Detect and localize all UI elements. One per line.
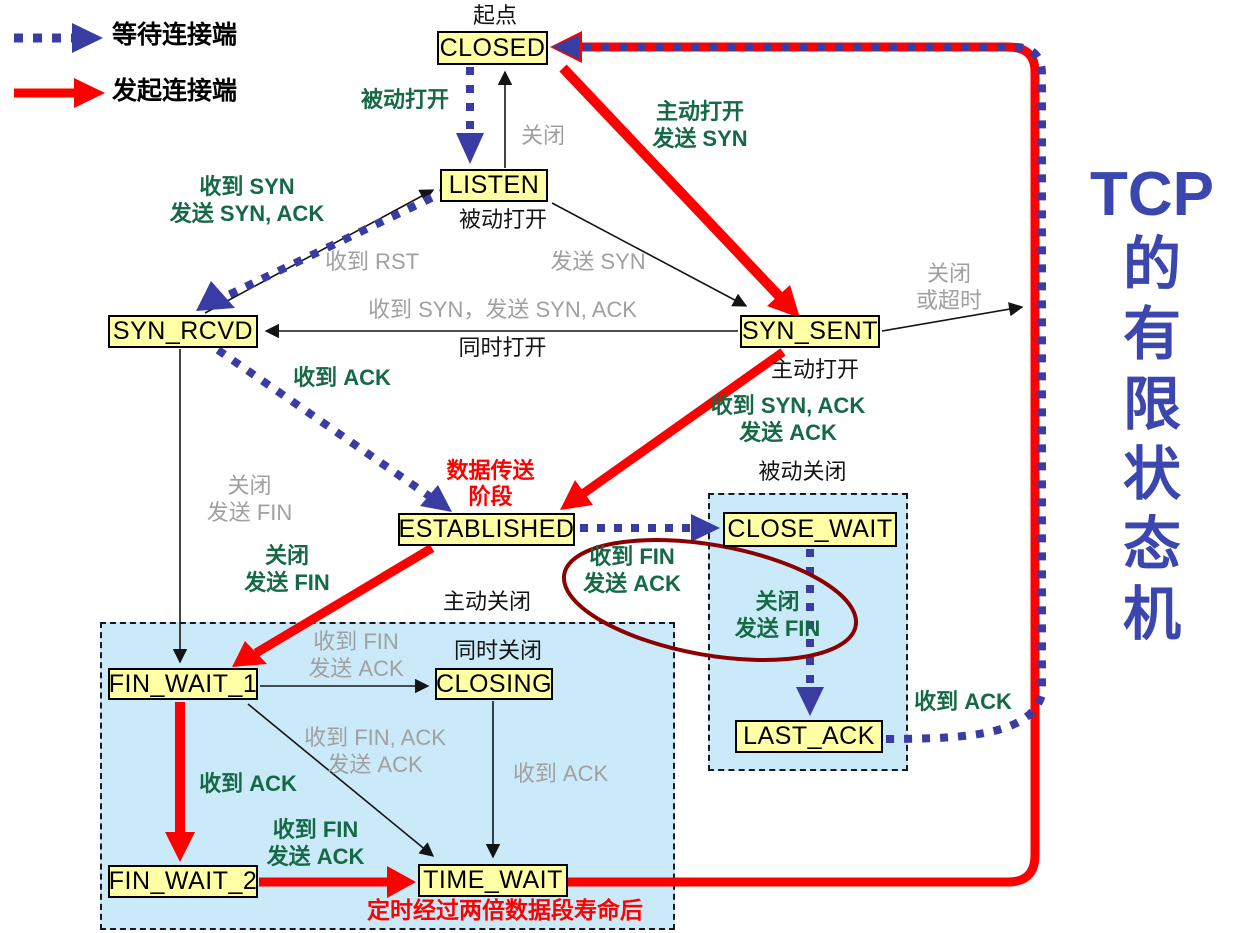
label-recv-fin-send-ack-bottom: 收到 FIN 发送 ACK bbox=[248, 816, 383, 870]
state-last-ack-label: LAST_ACK bbox=[743, 722, 875, 750]
arrow-time-wait-to-closed bbox=[550, 31, 1040, 887]
state-time-wait-label: TIME_WAIT bbox=[423, 866, 563, 894]
label-close-send-fin-right-line1: 关闭 bbox=[755, 589, 800, 614]
label-close-send-fin-gray-line1: 关闭 bbox=[227, 473, 272, 498]
title-char-4: 状 bbox=[1122, 442, 1181, 507]
title-char-3: 限 bbox=[1122, 372, 1181, 437]
state-listen-label: LISTEN bbox=[448, 171, 540, 199]
label-active-close: 主动关闭 bbox=[442, 589, 531, 614]
label-data-transfer-line2: 阶段 bbox=[468, 484, 513, 509]
label-recv-syn-line1: 收到 SYN bbox=[199, 174, 295, 199]
arrow-last-ack-to-closed bbox=[552, 35, 1046, 743]
label-close-send-fin-right-line2: 发送 FIN bbox=[734, 616, 821, 641]
label-close-or-timeout-line2: 或超时 bbox=[915, 288, 982, 313]
label-timer-2msl: 定时经过两倍数据段寿命后 bbox=[367, 897, 643, 923]
state-fin-wait-1-label: FIN_WAIT_1 bbox=[108, 669, 258, 698]
label-recv-fin-send-ack-bottom-line2: 发送 ACK bbox=[266, 844, 365, 869]
label-recv-fin-send-ack-green-line1: 收到 FIN bbox=[589, 544, 675, 569]
state-last-ack: LAST_ACK bbox=[735, 720, 883, 753]
state-closing-label: CLOSING bbox=[435, 669, 553, 698]
title-char-2: 有 bbox=[1122, 302, 1181, 367]
label-recv-ack-established: 收到 ACK bbox=[293, 365, 391, 390]
title-char-5: 态 bbox=[1122, 512, 1181, 577]
state-syn-sent: SYN_SENT bbox=[740, 315, 880, 348]
label-close-send-fin-right: 关闭 发送 FIN bbox=[715, 588, 840, 642]
label-passive-open-green: 被动打开 bbox=[360, 87, 449, 112]
label-data-transfer-phase: 数据传送 阶段 bbox=[428, 458, 553, 510]
label-simul-close: 同时关闭 bbox=[453, 638, 542, 663]
label-close-or-timeout-line1: 关闭 bbox=[926, 261, 971, 286]
label-recv-syn-send-synack: 收到 SYN 发送 SYN, ACK bbox=[152, 173, 342, 227]
label-recv-fin-send-ack-gray-line1: 收到 FIN bbox=[313, 629, 399, 654]
state-closed-label: CLOSED bbox=[439, 33, 546, 62]
title-char-1: 的 bbox=[1122, 232, 1181, 297]
label-data-transfer-line1: 数据传送 bbox=[446, 458, 535, 483]
legend-initiating-arrow bbox=[14, 78, 105, 108]
legend-initiating-label: 发起连接端 bbox=[112, 77, 238, 105]
label-passive-open-black: 被动打开 bbox=[458, 207, 547, 232]
label-close-send-fin-green-line1: 关闭 bbox=[264, 543, 309, 568]
title-tcp: TCP bbox=[1090, 160, 1214, 229]
thin-transition-lines bbox=[172, 70, 1024, 859]
state-syn-rcvd: SYN_RCVD bbox=[108, 315, 258, 348]
label-recv-ack-closing: 收到 ACK bbox=[512, 761, 609, 786]
state-fin-wait-2-label: FIN_WAIT_2 bbox=[108, 867, 258, 895]
label-recv-finack-send-ack: 收到 FIN, ACK 发送 ACK bbox=[290, 724, 460, 778]
state-fin-wait-2: FIN_WAIT_2 bbox=[108, 865, 258, 898]
diagram-title: TCP 的 有 限 状 态 机 bbox=[1078, 160, 1226, 650]
label-recv-fin-send-ack-green-line2: 发送 ACK bbox=[583, 571, 681, 596]
label-close-send-fin-gray: 关闭 发送 FIN bbox=[192, 472, 307, 526]
state-closed: CLOSED bbox=[437, 31, 548, 65]
state-close-wait: CLOSE_WAIT bbox=[723, 512, 897, 547]
legend-waiting-label: 等待连接端 bbox=[112, 21, 238, 49]
label-active-open-line2: 发送 SYN bbox=[652, 126, 748, 151]
red-solid-arrows bbox=[165, 64, 800, 898]
label-close-send-fin-green: 关闭 发送 FIN bbox=[212, 542, 362, 596]
state-syn-sent-label: SYN_SENT bbox=[742, 317, 878, 345]
label-recv-rst: 收到 RST bbox=[324, 249, 420, 274]
label-active-open-line1: 主动打开 bbox=[655, 99, 744, 124]
label-passive-close: 被动关闭 bbox=[758, 459, 847, 484]
state-established: ESTABLISHED bbox=[398, 513, 575, 546]
label-recv-fin-send-ack-gray-line2: 发送 ACK bbox=[308, 656, 404, 681]
label-active-open-black: 主动打开 bbox=[770, 357, 859, 382]
label-recv-finack-line2: 发送 ACK bbox=[327, 752, 423, 777]
label-recv-syn-line2: 发送 SYN, ACK bbox=[169, 201, 325, 226]
label-simul-open: 同时打开 bbox=[458, 335, 547, 360]
state-syn-rcvd-label: SYN_RCVD bbox=[112, 317, 254, 345]
label-recv-synack-line2: 发送 ACK bbox=[739, 420, 837, 445]
label-start-point: 起点 bbox=[472, 3, 517, 28]
label-recv-fin-send-ack-gray: 收到 FIN 发送 ACK bbox=[296, 628, 416, 682]
legend-waiting-arrow bbox=[14, 23, 103, 53]
label-close-send-fin-green-line2: 发送 FIN bbox=[244, 570, 330, 595]
label-active-open-send-syn: 主动打开 发送 SYN bbox=[615, 98, 785, 152]
state-closing: CLOSING bbox=[435, 668, 553, 700]
label-recv-fin-send-ack-green: 收到 FIN 发送 ACK bbox=[562, 543, 702, 597]
label-close-top: 关闭 bbox=[520, 123, 565, 148]
label-close-or-timeout: 关闭 或超时 bbox=[893, 260, 1005, 314]
state-established-label: ESTABLISHED bbox=[398, 515, 575, 543]
label-recv-ack-fw2: 收到 ACK bbox=[199, 771, 297, 796]
state-listen: LISTEN bbox=[440, 169, 548, 202]
state-close-wait-label: CLOSE_WAIT bbox=[727, 515, 893, 543]
label-recv-synack-send-ack: 收到 SYN, ACK 发送 ACK bbox=[688, 392, 888, 446]
label-close-send-fin-gray-line2: 发送 FIN bbox=[206, 500, 293, 525]
label-recv-finack-line1: 收到 FIN, ACK bbox=[304, 725, 446, 750]
state-time-wait: TIME_WAIT bbox=[418, 864, 568, 897]
state-fin-wait-1: FIN_WAIT_1 bbox=[108, 668, 258, 700]
label-simul-open-line: 收到 SYN，发送 SYN, ACK bbox=[368, 297, 637, 322]
label-recv-fin-send-ack-bottom-line1: 收到 FIN bbox=[272, 817, 359, 842]
label-recv-synack-line1: 收到 SYN, ACK bbox=[710, 393, 866, 418]
label-recv-ack-last-ack: 收到 ACK bbox=[914, 689, 1012, 714]
label-send-syn: 发送 SYN bbox=[550, 249, 646, 274]
recv-fin-annotation-ellipse bbox=[561, 538, 859, 662]
title-char-6: 机 bbox=[1122, 582, 1181, 647]
